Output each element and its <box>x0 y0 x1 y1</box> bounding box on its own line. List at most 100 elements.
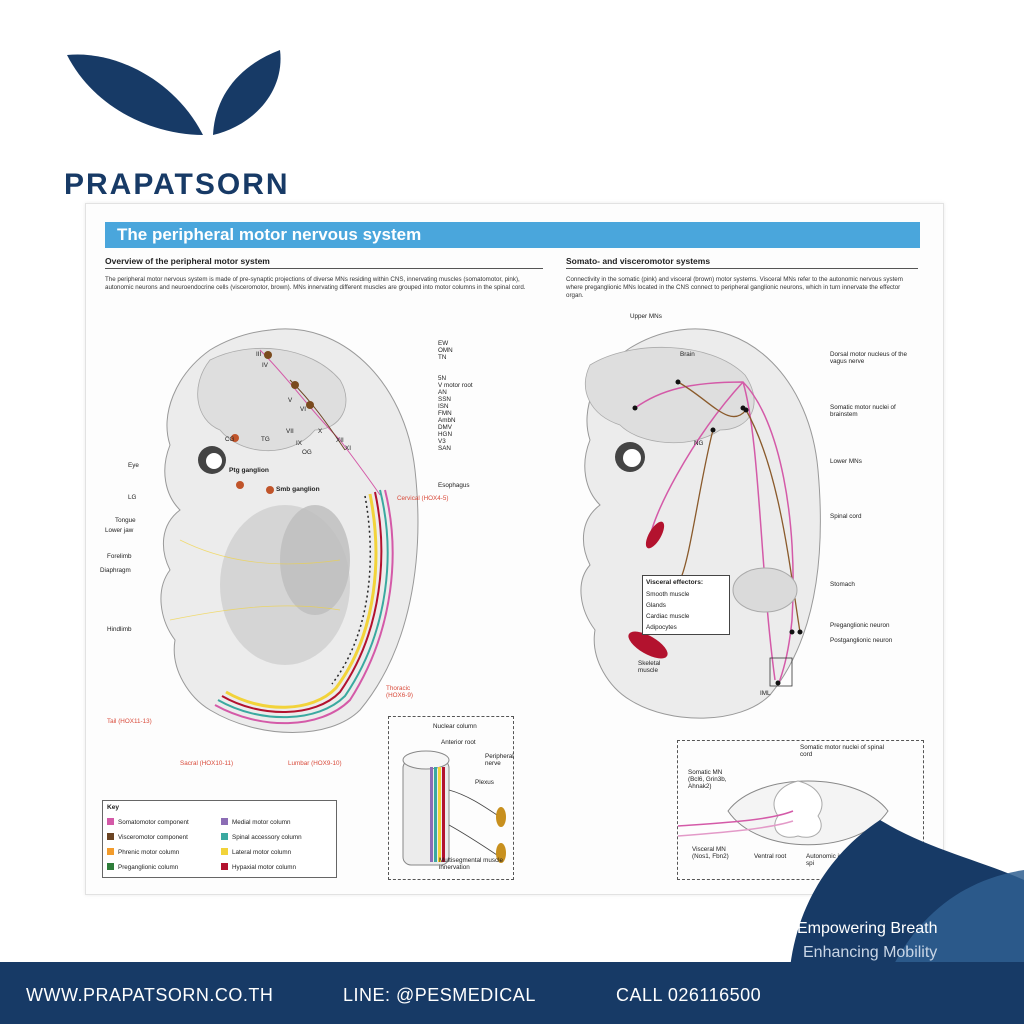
label-autonomic: Autonomic in spi <box>806 853 843 867</box>
label-smb-ganglion: Smb ganglion <box>276 486 320 493</box>
label-forelimb: Forelimb <box>107 553 132 560</box>
label-v3: V3 <box>438 438 446 445</box>
label-spinal-cord: Spinal cord <box>830 513 862 520</box>
effector-item: Cardiac muscle <box>646 613 690 620</box>
label-5n: 5N <box>438 375 447 382</box>
label-ventral-root: Ventral root <box>754 853 787 860</box>
key-item: Lateral motor column <box>221 848 291 856</box>
key-item: Visceromotor component <box>107 833 188 841</box>
label-iv: IV <box>262 362 268 369</box>
embryo-right-illustration <box>580 328 821 719</box>
label-x: X <box>318 428 323 435</box>
label-eye: Eye <box>128 462 139 469</box>
label-somatic-motor-nuclei: Somatic motor nuclei of spinal cord <box>800 744 884 758</box>
spinal-cord-inset: Nuclear column Anterior root Peripheral … <box>388 716 514 880</box>
right-section-title: Somato- and visceromotor systems <box>566 256 711 266</box>
label-iml: IML <box>760 690 771 697</box>
effectors-title: Visceral effectors: <box>646 579 704 586</box>
left-section-rule <box>105 268 543 269</box>
key-item: Spinal accessory column <box>221 833 302 841</box>
label-somatic-brainstem: Somatic motor nuclei of brainstem <box>830 404 896 418</box>
left-section-title: Overview of the peripheral motor system <box>105 256 270 266</box>
label-ew: EW <box>438 340 449 347</box>
key-swatch <box>107 818 114 825</box>
label-lower-mns: Lower MNs <box>830 458 862 465</box>
spinal-cross-section-inset: Somatic motor nuclei of spinal cord Soma… <box>677 740 924 880</box>
label-cg: CG <box>225 436 235 443</box>
label-fmn: FMN <box>438 410 452 417</box>
key-title: Key <box>107 804 120 811</box>
label-hgn: HGN <box>438 431 452 438</box>
key-item: Preganglionic column <box>107 863 178 871</box>
embryo-left-illustration <box>160 328 419 733</box>
key-legend: Key Somatomotor component Medial motor c… <box>102 800 337 878</box>
spinal-cord-segment-illustration <box>402 750 506 866</box>
label-brain: Brain <box>680 351 695 358</box>
figure-banner <box>105 222 920 248</box>
label-lg: LG <box>128 494 137 501</box>
effector-item: Glands <box>646 602 666 609</box>
key-swatch <box>107 833 114 840</box>
nuclei-label-list: EW OMN TN 5N V motor root AN SSN ISN FMN… <box>438 340 473 452</box>
label-thoracic: Thoracic (HOX6-9) <box>386 685 413 699</box>
label-hindlimb: Hindlimb <box>107 626 132 633</box>
label-ix: IX <box>296 440 302 447</box>
right-section-text: Connectivity in the somatic (pink) and v… <box>566 276 903 299</box>
label-og: OG <box>302 449 312 456</box>
label-vi: VI <box>300 406 306 413</box>
label-lumbar: Lumbar (HOX9-10) <box>288 760 342 767</box>
effector-item: Adipocytes <box>646 624 677 631</box>
label-somatic-mn: Somatic MN (Bcl6, Grin3b, Ahnak2) <box>688 769 727 790</box>
label-anterior-root: Anterior root <box>441 739 476 746</box>
key-swatch <box>221 818 228 825</box>
label-peripheral-nerve: Peripheral nerve <box>485 753 514 767</box>
label-diaphragm: Diaphragm <box>100 567 131 574</box>
figure-title: The peripheral motor nervous system <box>117 225 422 244</box>
left-section-text: The peripheral motor nervous system is m… <box>105 276 526 291</box>
key-item: Medial motor column <box>221 818 290 826</box>
label-multisegmental: Multisegmental muscle innervation <box>439 857 504 871</box>
spinal-cross-section-illustration <box>678 780 889 846</box>
tagline-line1: Empowering Breath <box>797 920 938 937</box>
label-upper-mns: Upper MNs <box>630 313 662 320</box>
visceral-effectors-box: Visceral effectors: Smooth muscle Glands… <box>642 575 730 635</box>
label-esophagus: Esophagus <box>438 482 470 489</box>
key-label: Visceromotor component <box>118 834 188 841</box>
label-preganglionic: Preganglionic neuron <box>830 622 890 629</box>
label-ssn: SSN <box>438 396 451 403</box>
footer-bar <box>0 962 1024 1024</box>
label-xi: XI <box>345 445 351 452</box>
label-an: AN <box>438 389 447 396</box>
key-item: Hypaxial motor column <box>221 863 296 871</box>
key-swatch <box>221 848 228 855</box>
key-label: Lateral motor column <box>232 849 292 856</box>
effector-item: Smooth muscle <box>646 591 690 598</box>
tagline-line2: Enhancing Mobility <box>803 944 938 961</box>
label-ng: NG <box>694 440 704 447</box>
key-label: Preganglionic column <box>118 864 179 871</box>
label-dorsal-motor: Dorsal motor nucleus of the vagus nerve <box>830 351 907 365</box>
label-ptg-ganglion: Ptg ganglion <box>229 467 269 474</box>
label-tg: TG <box>261 436 270 443</box>
label-tail: Tail (HOX11-13) <box>107 718 152 725</box>
key-label: Hypaxial motor column <box>232 864 297 871</box>
label-skeletal-muscle: Skeletal muscle <box>638 660 661 674</box>
label-tn: TN <box>438 354 447 361</box>
footer-call-contact[interactable]: CALL 026116500 <box>616 985 762 1005</box>
key-item: Somatomotor component <box>107 818 189 826</box>
label-cervical: Cervical (HOX4-5) <box>397 495 449 502</box>
label-nuclear-column: Nuclear column <box>433 723 477 730</box>
label-xii: XII <box>336 437 344 444</box>
label-dmv: DMV <box>438 424 452 431</box>
right-section-rule <box>566 268 918 269</box>
label-v-motor-root: V motor root <box>438 382 473 389</box>
key-swatch <box>221 863 228 870</box>
footer-website-link[interactable]: WWW.PRAPATSORN.CO.TH <box>26 985 274 1005</box>
label-san: SAN <box>438 445 451 452</box>
key-label: Spinal accessory column <box>232 834 302 841</box>
leaf-logo-icon <box>55 40 315 200</box>
key-swatch <box>107 848 114 855</box>
footer-line-contact[interactable]: LINE: @PESMEDICAL <box>343 985 536 1005</box>
label-stomach: Stomach <box>830 581 855 588</box>
key-item: Phrenic motor column <box>107 848 179 856</box>
